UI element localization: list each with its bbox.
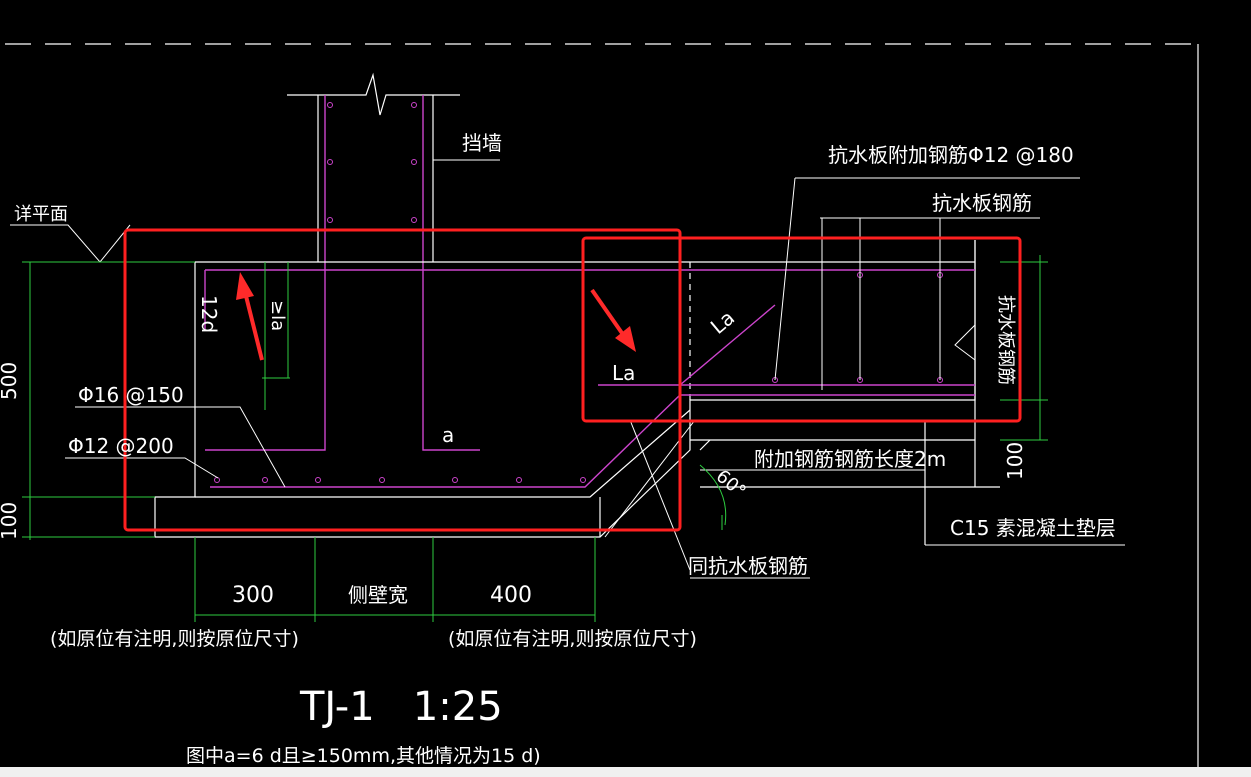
window-bottom-bar [0,767,1251,777]
label-dim-100-left: 100 [0,502,21,540]
wall-rebar-dots [327,102,417,223]
dimension-lines [22,255,1048,622]
footnote: 图中a=6 d且≥150mm,其他情况为15 d) [186,745,541,767]
drawing-title: TJ-1 1:25 [299,684,503,730]
label-see-plan: 详平面 [14,204,68,225]
label-dim-100-right: 100 [1003,442,1027,480]
retaining-wall [287,72,460,262]
label-anti-water-extra: 抗水板附加钢筋Φ12 @180 [828,143,1074,167]
label-retaining-wall: 挡墙 [462,131,502,155]
label-rebar-2: Φ12 @200 [68,434,174,458]
label-dim-500: 500 [0,362,21,400]
anti-water-slab-lines [774,177,1080,390]
label-extra-length: 附加钢筋钢筋长度2m [754,447,946,471]
label-side-wall: 侧壁宽 [348,583,408,607]
label-dim-300: 300 [232,583,274,608]
foundation-rebar [204,269,975,488]
label-la-box: La [612,361,635,385]
leader-lines [10,159,1125,579]
highlight-box-left [123,228,682,532]
label-cushion: C15 素混凝土垫层 [950,516,1116,540]
wall-rebar [205,95,480,451]
label-la-vertical: ≥la [267,300,288,331]
label-same-anti-water: 同抗水板钢筋 [688,554,808,578]
red-arrow-right [590,288,636,352]
red-arrow-left [236,272,264,361]
note-right: (如原位有注明,则按原位尺寸) [448,628,697,650]
label-right-vertical: 抗水板钢筋 [995,295,1016,385]
note-left: (如原位有注明,则按原位尺寸) [50,628,299,650]
highlight-box-right [581,236,1022,423]
label-12d: 12d [197,295,221,333]
label-dim-400: 400 [490,583,532,608]
label-a-mark: a [442,423,454,447]
label-anti-water-rebar: 抗水板钢筋 [932,191,1032,215]
label-rebar-1: Φ16 @150 [78,383,184,407]
